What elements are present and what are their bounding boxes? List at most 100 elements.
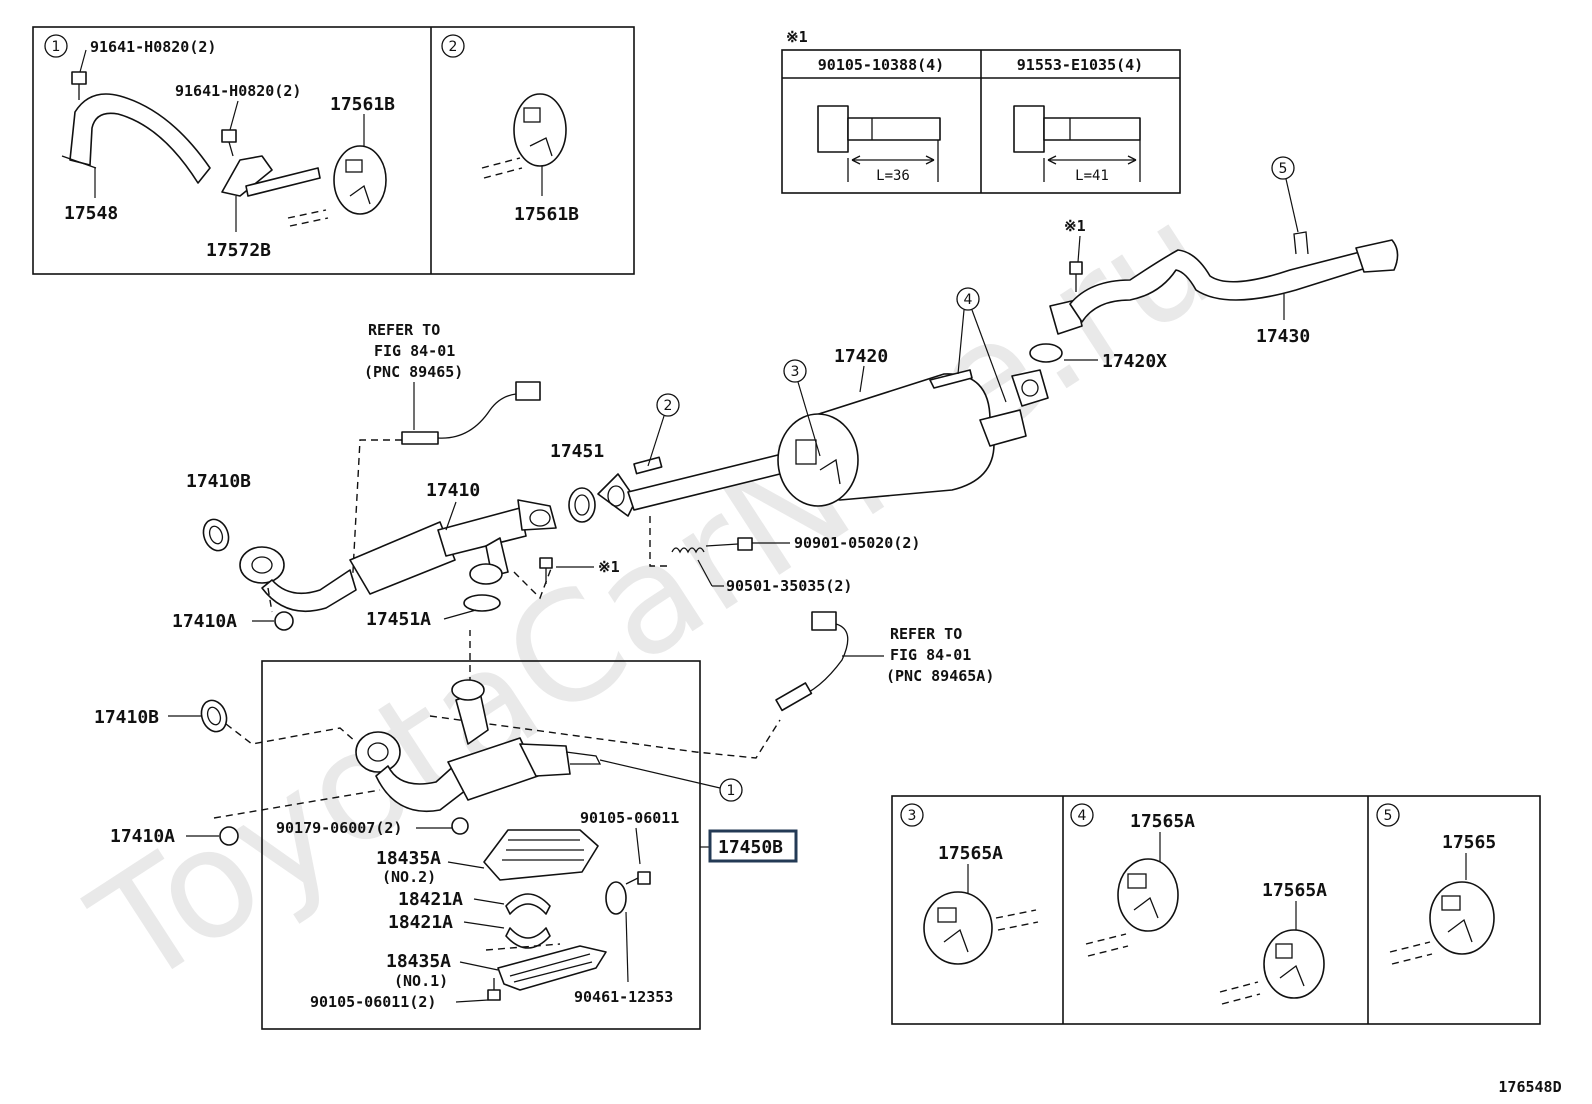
- callout-circle: [656, 393, 680, 417]
- label-17451: 17451: [550, 441, 604, 462]
- leader: [463, 921, 505, 929]
- support-plate: [221, 155, 273, 197]
- callout-circle: [783, 359, 807, 383]
- callout-circle: [1271, 156, 1295, 180]
- bolt-icon: [71, 71, 87, 100]
- callout-main-4: 4: [964, 292, 973, 308]
- bolt-icon: [625, 871, 651, 885]
- callout-circle: [1070, 803, 1094, 827]
- panel-frame: [891, 795, 1541, 1025]
- table-note: ※1: [786, 28, 808, 46]
- gasket-17451: [568, 487, 596, 523]
- spring-dash: [649, 516, 668, 567]
- insulator-ribs: [509, 953, 593, 983]
- label-no2: (NO.2): [382, 868, 436, 886]
- leader: [647, 415, 665, 467]
- insulator-dash: [485, 943, 561, 951]
- clip-icon: [605, 881, 627, 915]
- gasket-hole: [206, 706, 222, 726]
- callout-main-5: 5: [1279, 161, 1288, 177]
- leader: [1285, 178, 1299, 233]
- refer1-line3: (PNC 89465): [364, 363, 463, 381]
- assembly-highlight[interactable]: [708, 829, 798, 863]
- bracket-shape: [69, 93, 211, 184]
- gasket-ring: [200, 699, 228, 733]
- bolt-icon: [1069, 261, 1083, 292]
- table-col1-length: L=36: [876, 168, 910, 184]
- bolt-icon: [705, 537, 753, 551]
- label-90501: 90501-35035(2): [726, 577, 852, 595]
- gasket-hole: [574, 494, 590, 516]
- label-p4b: 17565A: [1262, 880, 1327, 901]
- leader: [473, 898, 505, 905]
- callout-main-3: 3: [791, 364, 800, 380]
- spring-icon: [671, 547, 705, 554]
- front-pipe-icon: [239, 499, 557, 612]
- sensor-dash: [429, 715, 781, 759]
- callout-circle: [1376, 803, 1400, 827]
- table-col2-length: L=41: [1075, 168, 1109, 184]
- label-90179: 90179-06007(2): [276, 819, 402, 837]
- clamp-upper: [505, 893, 551, 915]
- note-x1-mid: ※1: [598, 558, 620, 576]
- label-bolt-b: 91641-H0820(2): [175, 82, 301, 100]
- heat-insulator-lower: [497, 945, 607, 991]
- detail-frame: [261, 660, 701, 1030]
- callout-br-3: 3: [908, 808, 917, 824]
- leader: [797, 381, 821, 457]
- label-90461: 90461-12353: [574, 988, 673, 1006]
- rubber-mount-icon: [923, 891, 993, 965]
- label-bolt-a: 91641-H0820(2): [90, 38, 216, 56]
- callout-circle-1: [44, 34, 68, 58]
- label-90105-bottom: 90105-06011(2): [310, 993, 436, 1011]
- muffler-icon: [777, 369, 1027, 507]
- mount-pin: [1219, 981, 1261, 1005]
- rubber-mount-icon: [1117, 858, 1179, 932]
- label-17410B-top: 17410B: [186, 471, 251, 492]
- leader: [445, 501, 457, 531]
- gasket-hole: [208, 525, 224, 545]
- leader: [229, 100, 239, 131]
- table-col1-part: 90105-10388(4): [818, 56, 944, 74]
- bolt-dash: [513, 565, 553, 600]
- leader: [697, 559, 713, 587]
- leader: [1077, 235, 1081, 263]
- leader: [859, 365, 865, 393]
- label-18421A-a: 18421A: [398, 889, 463, 910]
- table-col2-part: 91553-E1035(4): [1017, 56, 1143, 74]
- label-assembly[interactable]: 17450B: [718, 837, 783, 858]
- outlet-flange: [1011, 369, 1049, 407]
- flange-bolt-icon: [1013, 105, 1141, 182]
- bracket-flange: [61, 155, 97, 169]
- label-17410A: 17410A: [110, 826, 175, 847]
- label-17451A: 17451A: [366, 609, 431, 630]
- leader: [79, 49, 87, 73]
- leader: [635, 827, 641, 865]
- mount-pin: [1389, 941, 1433, 965]
- callout-main-2: 2: [664, 398, 673, 414]
- rubber-hanger-icon: [333, 145, 387, 215]
- leader: [625, 911, 629, 983]
- callout-1: 1: [52, 39, 61, 55]
- rubber-mount-icon: [1429, 881, 1495, 955]
- leader: [459, 961, 499, 971]
- leader: [599, 759, 721, 789]
- label-17410A-top: 17410A: [172, 611, 237, 632]
- heat-insulator-upper: [483, 829, 599, 881]
- label-17420X: 17420X: [1102, 351, 1167, 372]
- leader: [443, 609, 477, 620]
- callout-lower-1: 1: [727, 783, 736, 799]
- rubber-mount-icon: [1263, 929, 1325, 999]
- refer1-line2: FIG 84-01: [374, 342, 455, 360]
- panel-mount-details: 3 4 5 17565A 17565A 17565A: [891, 795, 1541, 1025]
- catalytic-converter-detail: 17410B 17410A 1 90179-06007(2) 18435A (N: [94, 660, 798, 1030]
- flange-bolt-icon: [817, 105, 941, 182]
- callout-br-4: 4: [1078, 808, 1087, 824]
- label-p5: 17565: [1442, 832, 1496, 853]
- catalytic-converter-icon: [355, 679, 602, 812]
- hanger-pin: [287, 209, 329, 227]
- label-bracket: 17548: [64, 203, 118, 224]
- nut-dash: [213, 789, 381, 819]
- label-90901: 90901-05020(2): [794, 534, 920, 552]
